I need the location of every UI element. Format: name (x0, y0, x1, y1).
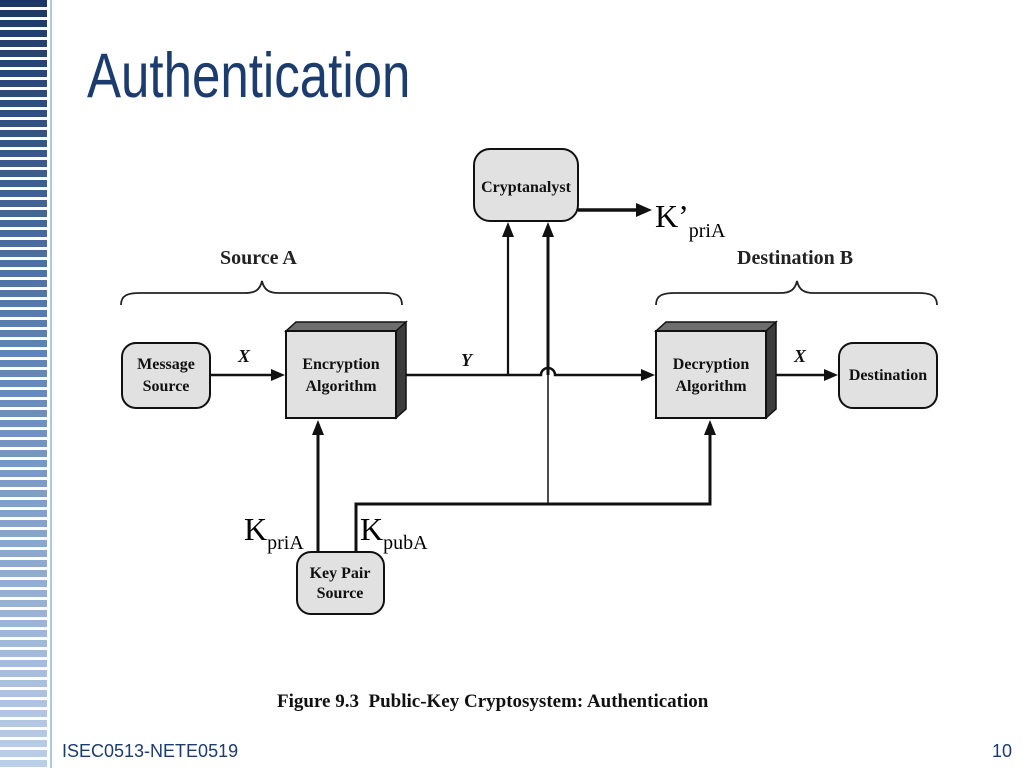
arrow-private-key-to-encryption (312, 420, 324, 552)
arrow-public-key-to-cryptanalyst (542, 222, 554, 504)
arrow-shaft (406, 366, 642, 377)
decryption-label-line-2: Algorithm (675, 378, 747, 395)
arrowhead (641, 369, 655, 381)
decryption-algorithm-node: Decryption Algorithm (654, 320, 778, 420)
message-source-node: Message Source (121, 342, 211, 409)
destination-brace (655, 280, 938, 306)
arrow-message-to-encryption (210, 369, 285, 381)
decryption-box-top-face (654, 321, 778, 332)
private-key-symbol: K (244, 511, 267, 547)
cryptanalyst-label: Cryptanalyst (481, 179, 571, 196)
message-source-label-line-2: Source (143, 378, 190, 395)
recovered-key-label: K’priA (655, 198, 726, 242)
destination-label: Destination (849, 367, 927, 384)
key-pair-source-node: Key Pair Source (296, 551, 385, 615)
decorative-stripe-bar (0, 0, 47, 768)
page-number: 10 (991, 741, 1012, 761)
figure-caption: Figure 9.3 Public-Key Cryptosystem: Auth… (277, 691, 709, 712)
recovered-key-symbol: K’ (655, 198, 689, 234)
source-brace (120, 280, 403, 306)
ciphertext-label: Y (461, 350, 474, 370)
plaintext-input-label: X (237, 346, 251, 366)
arrow-encryption-to-decryption (406, 366, 655, 381)
arrowhead (502, 222, 514, 237)
destination-node: Destination (838, 342, 938, 409)
key-pair-source-label-line-2: Source (317, 585, 364, 602)
cryptanalyst-box (473, 148, 579, 222)
key-pair-source-label-line-1: Key Pair (310, 565, 371, 582)
private-key-subscript: priA (267, 532, 304, 554)
destination-group-label: Destination B (737, 247, 853, 269)
plaintext-output-label: X (793, 346, 807, 366)
slide-title: Authentication (87, 41, 411, 111)
public-key-symbol: K (360, 511, 383, 547)
arrow-decryption-to-destination (776, 369, 838, 381)
encryption-algorithm-node: Encryption Algorithm (284, 320, 408, 420)
arrow-ciphertext-to-cryptanalyst (502, 222, 514, 375)
encryption-box-side-face (395, 320, 407, 420)
footer-course-code: ISEC0513-NETE0519 (62, 741, 239, 761)
arrowhead (824, 369, 838, 381)
decorative-divider-line (50, 0, 52, 768)
arrow-public-key-to-decryption (354, 420, 716, 552)
cryptanalyst-node: Cryptanalyst (473, 148, 579, 222)
recovered-key-subscript: priA (689, 220, 726, 242)
message-source-box (121, 342, 211, 409)
message-source-label-line-1: Message (137, 356, 195, 373)
arrow-cryptanalyst-to-key (578, 203, 652, 217)
decryption-box-side-face (765, 320, 777, 420)
encryption-label-line-2: Algorithm (305, 378, 377, 395)
encryption-box-top-face (284, 321, 408, 332)
arrowhead (636, 203, 652, 217)
public-key-label: KpubA (360, 511, 428, 554)
arrowhead (312, 420, 324, 435)
key-pair-source-box (296, 551, 385, 615)
arrow-shaft (354, 434, 712, 552)
decryption-box (655, 330, 767, 419)
decryption-label-line-1: Decryption (673, 356, 750, 373)
arrowhead (542, 222, 554, 237)
destination-box (838, 342, 938, 409)
source-group-label: Source A (220, 247, 297, 269)
encryption-label-line-1: Encryption (302, 356, 379, 373)
arrowhead (271, 369, 285, 381)
arrowhead (704, 420, 716, 435)
public-key-subscript: pubA (383, 532, 428, 554)
private-key-label: KpriA (244, 511, 304, 554)
encryption-box (285, 330, 397, 419)
